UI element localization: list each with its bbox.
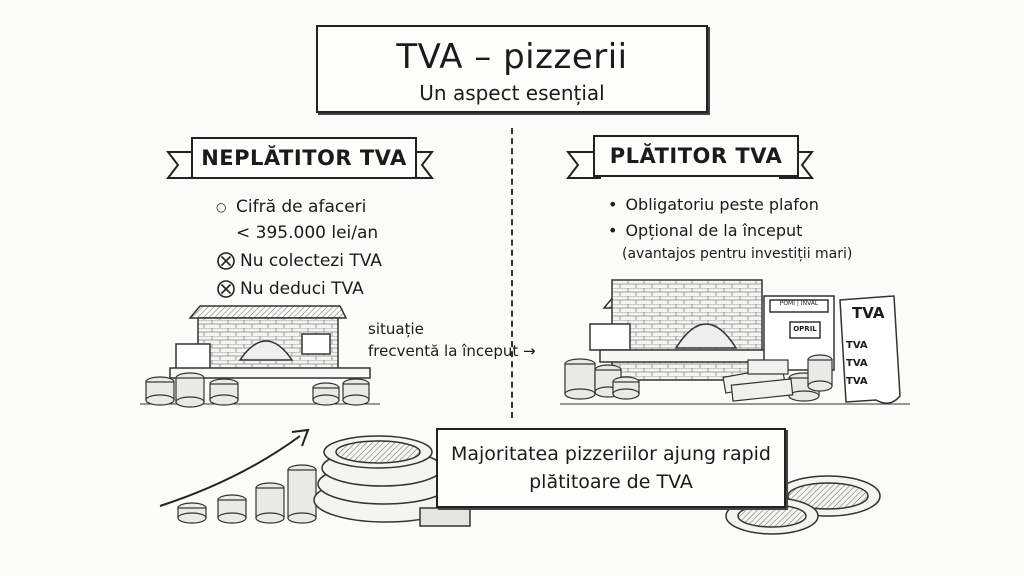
list-item: • Obligatoriu peste plafon — [608, 192, 908, 218]
note-line: situație — [368, 320, 424, 338]
right-ribbon — [565, 135, 815, 179]
crossed-circle-icon — [217, 252, 235, 270]
small-pizza-oven-illustration — [140, 305, 380, 405]
document-line: TVA — [846, 358, 868, 369]
list-item-label: Nu deduci TVA — [240, 279, 364, 299]
dot-bullet-icon: • — [608, 221, 618, 240]
page-title: TVA – pizzerii — [396, 37, 628, 77]
right-list: • Obligatoriu peste plafon • Opțional de… — [608, 192, 908, 264]
list-item-label: < 395.000 lei/an — [236, 223, 379, 243]
conclusion-line: Majoritatea pizzeriilor ajung rapid — [450, 443, 771, 465]
circle-bullet-icon: ○ — [216, 200, 227, 214]
center-divider — [511, 128, 513, 418]
list-item-label: Nu colectezi TVA — [240, 251, 382, 271]
crossed-circle-icon — [217, 280, 235, 298]
banknotes-icon — [722, 359, 794, 402]
pizza-stack-icon — [313, 435, 471, 527]
left-note: situație frecventă la început → — [368, 318, 538, 362]
list-item: • Opțional de la început — [608, 218, 908, 244]
title-box: TVA – pizzerii Un aspect esențial — [316, 25, 708, 113]
list-item-label: Obligatoriu peste plafon — [625, 195, 819, 214]
left-heading: NEPLĂTITOR TVA — [201, 146, 407, 170]
list-item: ○ Cifră de afaceri < 395.000 lei/an — [216, 194, 456, 246]
list-item: Nu colectezi TVA — [216, 248, 456, 274]
page-subtitle: Un aspect esențial — [419, 81, 605, 105]
list-item-label: Cifră de afaceri — [236, 197, 367, 217]
list-item: Nu deduci TVA — [216, 276, 456, 302]
open-sign: OPRIL — [793, 325, 817, 333]
document-line: TVA — [846, 340, 868, 351]
shop-sign: POMI | INVAL — [779, 300, 819, 307]
pizzas-right-icon — [725, 475, 881, 535]
document-line: TVA — [846, 376, 868, 387]
list-item-sublabel: (avantajos pentru investiții mari) — [622, 246, 853, 262]
coin-stacks-right — [564, 354, 833, 402]
coin-stacks-bottom — [177, 464, 317, 524]
conclusion-banner: Majoritatea pizzeriilor ajung rapid plăt… — [436, 428, 786, 508]
dot-bullet-icon: • — [608, 195, 618, 214]
coin-stacks-left — [145, 372, 370, 408]
right-heading: PLĂTITOR TVA — [609, 144, 783, 168]
note-line: frecventă la început → — [368, 342, 536, 360]
tva-document-icon — [839, 295, 901, 404]
growth-arrow-icon — [159, 428, 310, 507]
conclusion-line: plătitoare de TVA — [529, 471, 693, 493]
list-item-label: Opțional de la început — [625, 221, 803, 240]
left-list: ○ Cifră de afaceri < 395.000 lei/an Nu c… — [216, 194, 456, 302]
large-pizzeria-illustration — [560, 279, 910, 405]
document-title: TVA — [852, 304, 885, 322]
left-ribbon — [165, 137, 435, 179]
